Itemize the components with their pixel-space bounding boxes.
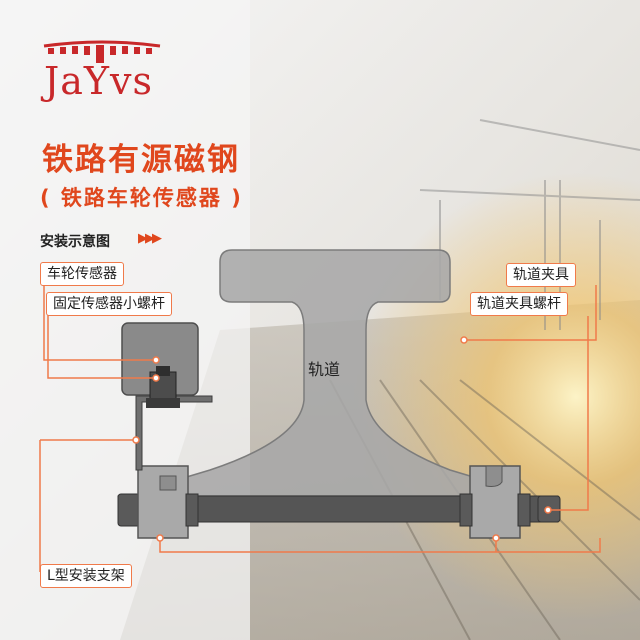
section-heading: 安装示意图 [40, 234, 110, 250]
page-subtitle: ( 铁路车轮传感器 ) [40, 186, 243, 210]
label-rail-clamp: 轨道夹具 [506, 263, 576, 287]
label-fix-bolt: 固定传感器小螺杆 [46, 292, 172, 316]
logo-mark-icon [43, 40, 161, 63]
chevrons-right-icon: ▶▶▶ [138, 231, 162, 246]
label-l-bracket: L型安装支架 [40, 564, 132, 588]
page-title: 铁路有源磁钢 [42, 142, 240, 178]
l-bracket [135, 395, 213, 471]
label-clamp-bolt: 轨道夹具螺杆 [470, 292, 568, 316]
brand-logo: JaYvs [44, 59, 153, 103]
label-wheel-sensor: 车轮传感器 [40, 262, 124, 286]
rail-label: 轨道 [308, 360, 341, 379]
